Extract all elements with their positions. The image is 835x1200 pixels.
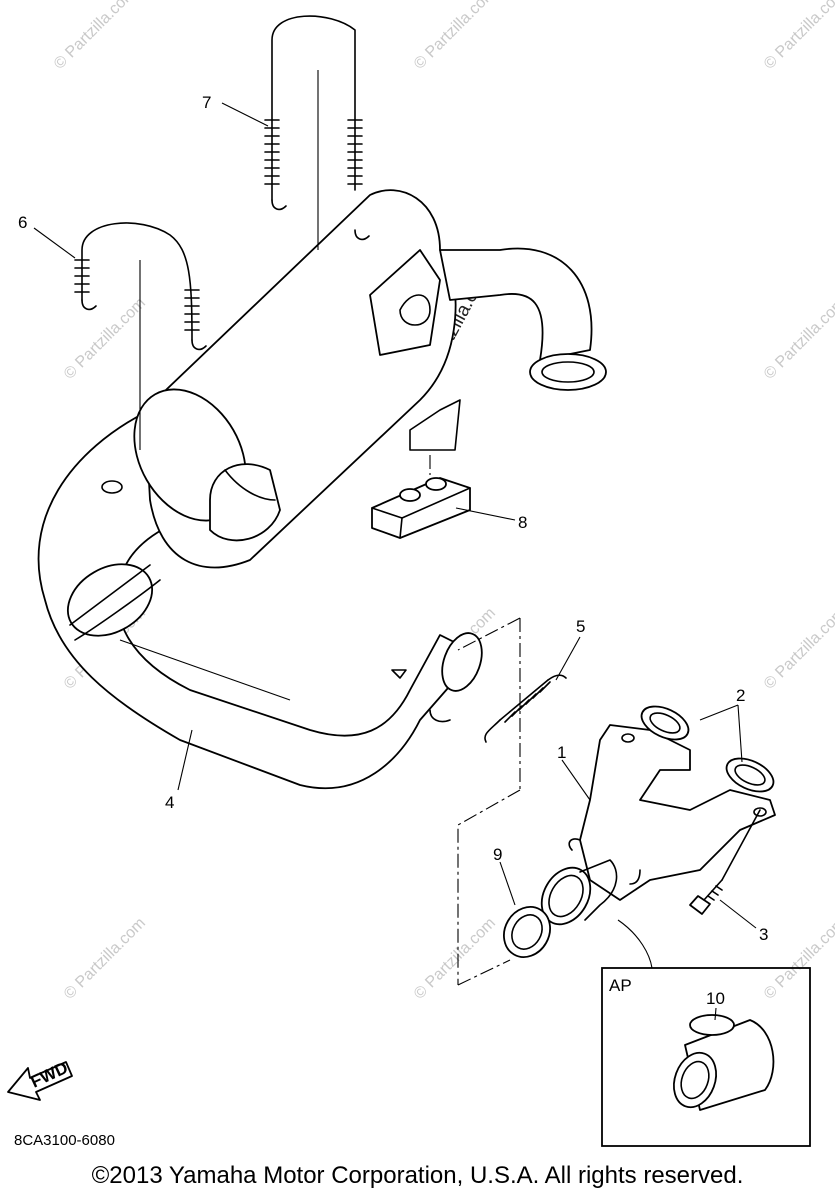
fwd-arrow-icon (7, 1061, 73, 1101)
callout-3: 3 (759, 925, 768, 944)
callout-2: 2 (736, 686, 745, 705)
callout-4: 4 (165, 793, 174, 812)
watermark: © Partzilla.com (761, 605, 835, 693)
bolt-part-3 (689, 809, 761, 915)
spring-part-7 (264, 15, 370, 250)
gaskets-part-2 (640, 705, 775, 793)
callout-7: 7 (202, 93, 211, 112)
leader-lines (33, 102, 757, 1021)
watermark: © Partzilla.com (761, 295, 835, 383)
callout-9: 9 (493, 845, 502, 864)
callout-10: 10 (706, 989, 725, 1008)
callout-8: 8 (518, 513, 527, 532)
watermark: © Partzilla.com (411, 915, 499, 1003)
assembly-guide-lines (429, 455, 521, 986)
callout-1: 1 (557, 743, 566, 762)
exhaust-pipe-part-4 (37, 409, 483, 790)
drawing-code: 8CA3100-6080 (14, 1132, 115, 1149)
muffler (101, 189, 607, 569)
watermark: © Partzilla.com (61, 915, 149, 1003)
inset-ap (601, 967, 811, 1147)
spring-part-6 (74, 222, 207, 450)
callout-5: 5 (576, 617, 585, 636)
copyright-notice: ©2013 Yamaha Motor Corporation, U.S.A. A… (91, 1162, 744, 1189)
exhaust-manifold-part-1 (568, 724, 776, 901)
damper-part-8 (371, 477, 471, 539)
watermark: © Partzilla.com (761, 915, 835, 1003)
watermark: © Partzilla.com (761, 0, 835, 73)
watermark: © Partzilla.com (411, 0, 499, 73)
joint-and-seal-part-9 (503, 859, 653, 969)
watermark: © Partzilla.com (61, 295, 149, 383)
callout-6: 6 (18, 213, 27, 232)
spring-part-5 (484, 674, 567, 743)
watermark: © Partzilla.com (51, 0, 139, 73)
inset-label: AP (609, 976, 632, 995)
